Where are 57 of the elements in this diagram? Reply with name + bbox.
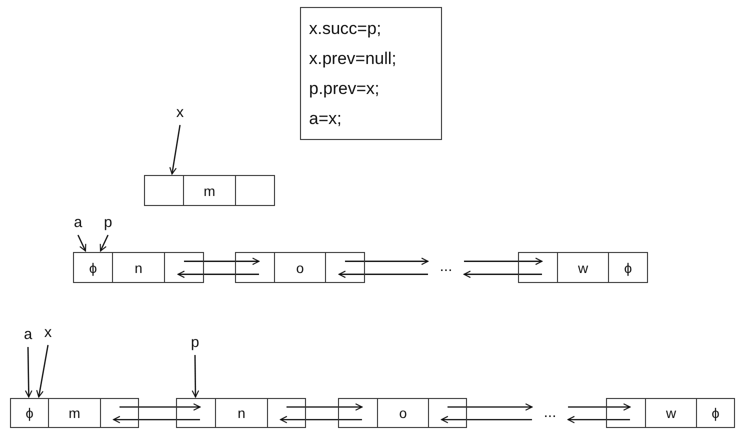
list-cell: ϕ [73,252,113,283]
arrow [280,416,362,424]
arrow [177,270,259,278]
pointer-label: a [70,214,86,232]
code-line: x.prev=null; [309,48,398,70]
list-cell [606,398,646,428]
arrow [100,234,109,252]
arrow [440,416,532,424]
list-cell [325,252,365,283]
arrow [463,270,542,278]
list-cell [176,398,216,428]
arrow [286,403,363,411]
list-cell: m [183,175,236,206]
arrow [77,234,86,252]
list-cell [338,398,378,428]
list-cell [428,398,467,428]
list-cell [518,252,558,283]
list-cell: ϕ [10,398,49,428]
arrow [112,416,200,424]
arrow [448,403,533,411]
list-cell: o [274,252,326,283]
list-cell: n [215,398,268,428]
list-cell [235,252,275,283]
pointer-label: ... [536,404,564,422]
code-line: p.prev=x; [309,78,380,100]
list-cell [100,398,139,428]
arrow [345,258,429,266]
list-cell: o [377,398,429,428]
arrow [24,347,32,398]
pointer-label: a [20,326,36,344]
list-cell [164,252,204,283]
pointer-label: p [187,334,203,352]
list-cell [235,175,275,206]
list-cell: w [645,398,697,428]
arrow [36,344,49,398]
pointer-label: x [40,324,56,342]
code-line: x.succ=p; [309,18,382,40]
pointer-label: x [172,104,188,122]
code-line: a=x; [309,108,343,130]
arrow [120,403,201,411]
arrow [567,416,630,424]
list-cell: ϕ [608,252,648,283]
list-cell [267,398,306,428]
arrow [184,258,260,266]
arrow [464,258,543,266]
arrow [192,355,200,398]
pointer-label: ... [432,258,460,276]
list-cell [144,175,184,206]
list-cell: ϕ [696,398,735,428]
arrow [169,124,181,175]
arrow [568,403,631,411]
list-cell: m [48,398,101,428]
code-box [300,7,442,140]
pointer-label: p [100,214,116,232]
arrow [338,270,428,278]
list-cell: w [557,252,609,283]
list-cell: n [112,252,165,283]
